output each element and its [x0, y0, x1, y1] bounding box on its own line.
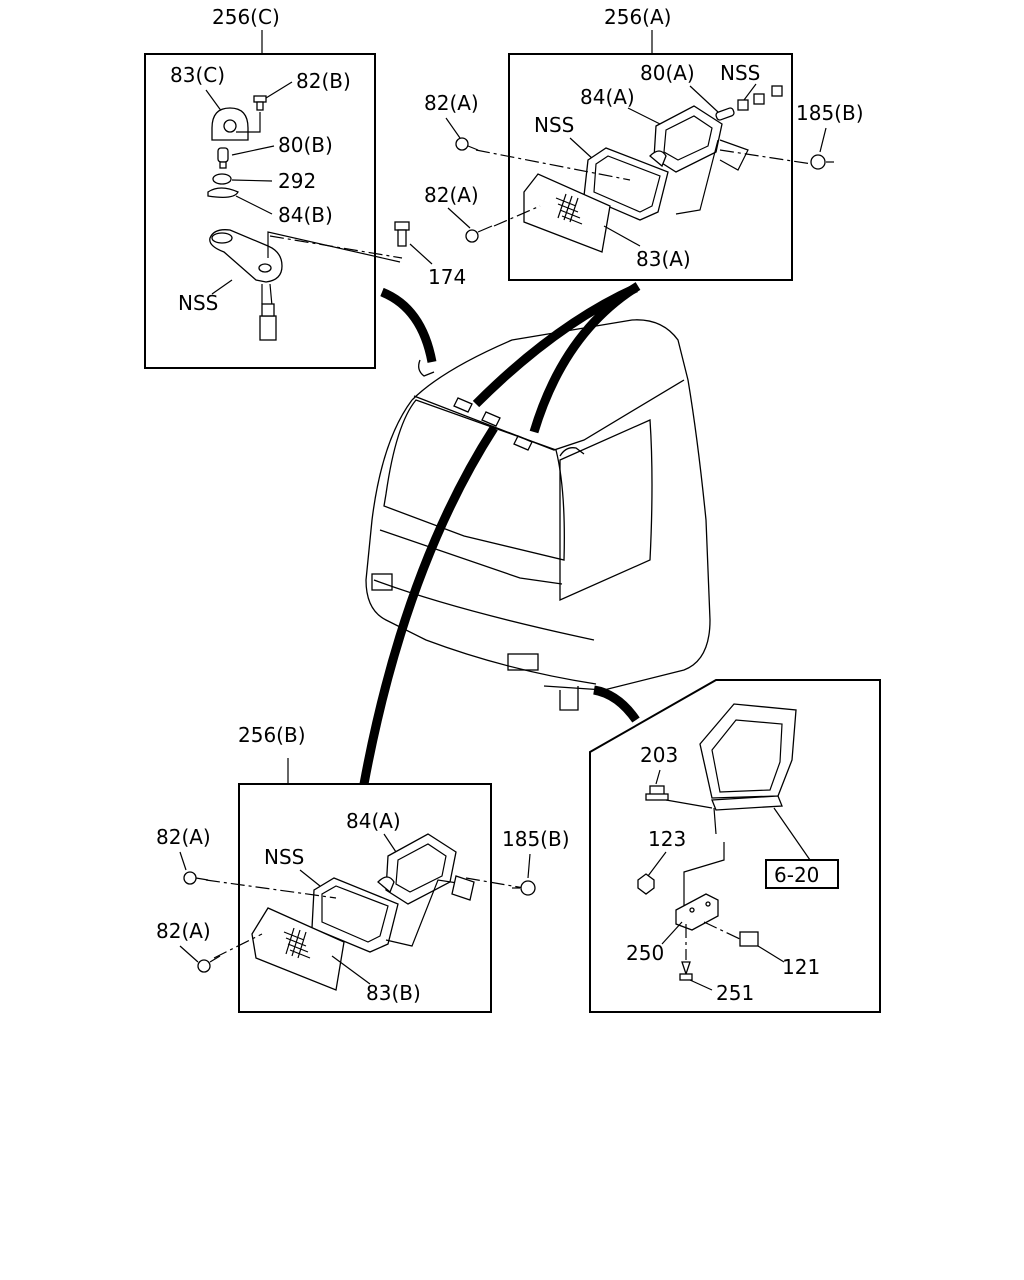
box-256b: 256(B) 84(A) NSS 83(B): [238, 723, 492, 1013]
nut-123-icon: [637, 873, 655, 895]
label-84a-a: 84(A): [580, 85, 635, 109]
label-185b-b: 185(B): [502, 827, 570, 851]
socket-nss-icon: [737, 85, 783, 111]
label-82a-b-top: 82(A): [156, 825, 211, 849]
lamp-housing-b-icon: [311, 876, 399, 953]
screw-82a-b-icon: [183, 871, 209, 885]
label-84b: 84(B): [278, 203, 333, 227]
box-bracket: 203 6-20 123 250 121 251: [589, 679, 881, 1013]
label-nss-a-left: NSS: [534, 113, 574, 137]
lamp-housing-nss-icon: [209, 229, 283, 341]
screw-82b-icon: [253, 95, 267, 111]
bracket-250-icon: [675, 893, 719, 931]
label-82a-a-bottom: 82(A): [424, 183, 479, 207]
bolt-174-icon: [394, 221, 410, 247]
callout-arrow-d: [593, 685, 640, 723]
label-82a-b-bottom: 82(A): [156, 919, 211, 943]
label-185b-a: 185(B): [796, 101, 864, 125]
callout-arrow-a2: [529, 282, 641, 434]
label-203: 203: [640, 743, 678, 767]
washer-292-icon: [212, 173, 232, 185]
mud-guard-icon: [699, 703, 797, 835]
clip-203-icon: [645, 785, 669, 801]
label-83a: 83(A): [636, 247, 691, 271]
bulb-80a-icon: [715, 107, 735, 121]
gasket-84b-icon: [207, 187, 239, 198]
label-256c: 256(C): [212, 5, 280, 29]
box-256a: 256(A) 80(A) NSS 84(A) NSS: [475, 5, 813, 281]
screw-82a-lower-icon: [465, 225, 493, 243]
label-121: 121: [782, 955, 820, 979]
lens-83a-icon: [523, 173, 611, 253]
label-250: 250: [626, 941, 664, 965]
label-nss-c: NSS: [178, 291, 218, 315]
label-292: 292: [278, 169, 316, 193]
label-256a: 256(A): [604, 5, 671, 29]
label-nss-b: NSS: [264, 845, 304, 869]
label-123: 123: [648, 827, 686, 851]
bolt-251-icon: [679, 961, 693, 981]
clip-185b-b-icon: [512, 880, 536, 896]
truck-cab: [365, 319, 711, 711]
screw-82a-b-lower-icon: [197, 955, 221, 973]
callout-arrow-b: [359, 425, 498, 785]
label-82b: 82(B): [296, 69, 351, 93]
clip-185b-icon: [810, 154, 834, 170]
gasket-84a-b-icon: [385, 833, 457, 905]
label-6-20: 6-20: [774, 863, 819, 887]
callout-arrow-c: [380, 287, 437, 363]
label-83b: 83(B): [366, 981, 421, 1005]
label-251: 251: [716, 981, 754, 1005]
label-82a-a-top: 82(A): [424, 91, 479, 115]
box-256c: 256(C) 83(C) 82(B) 80(B) 292 84(B): [144, 5, 401, 369]
label-80a: 80(A): [640, 61, 695, 85]
label-nss-a-right: NSS: [720, 61, 760, 85]
lens-83b-icon: [251, 907, 345, 991]
bulb-80b-icon: [217, 147, 229, 169]
label-80b: 80(B): [278, 133, 333, 157]
grommet-121-icon: [739, 931, 759, 947]
label-84a-b: 84(A): [346, 809, 401, 833]
label-256b: 256(B): [238, 723, 306, 747]
label-174: 174: [428, 265, 466, 289]
screw-82a-icon: [455, 137, 479, 151]
label-83c: 83(C): [170, 63, 225, 87]
